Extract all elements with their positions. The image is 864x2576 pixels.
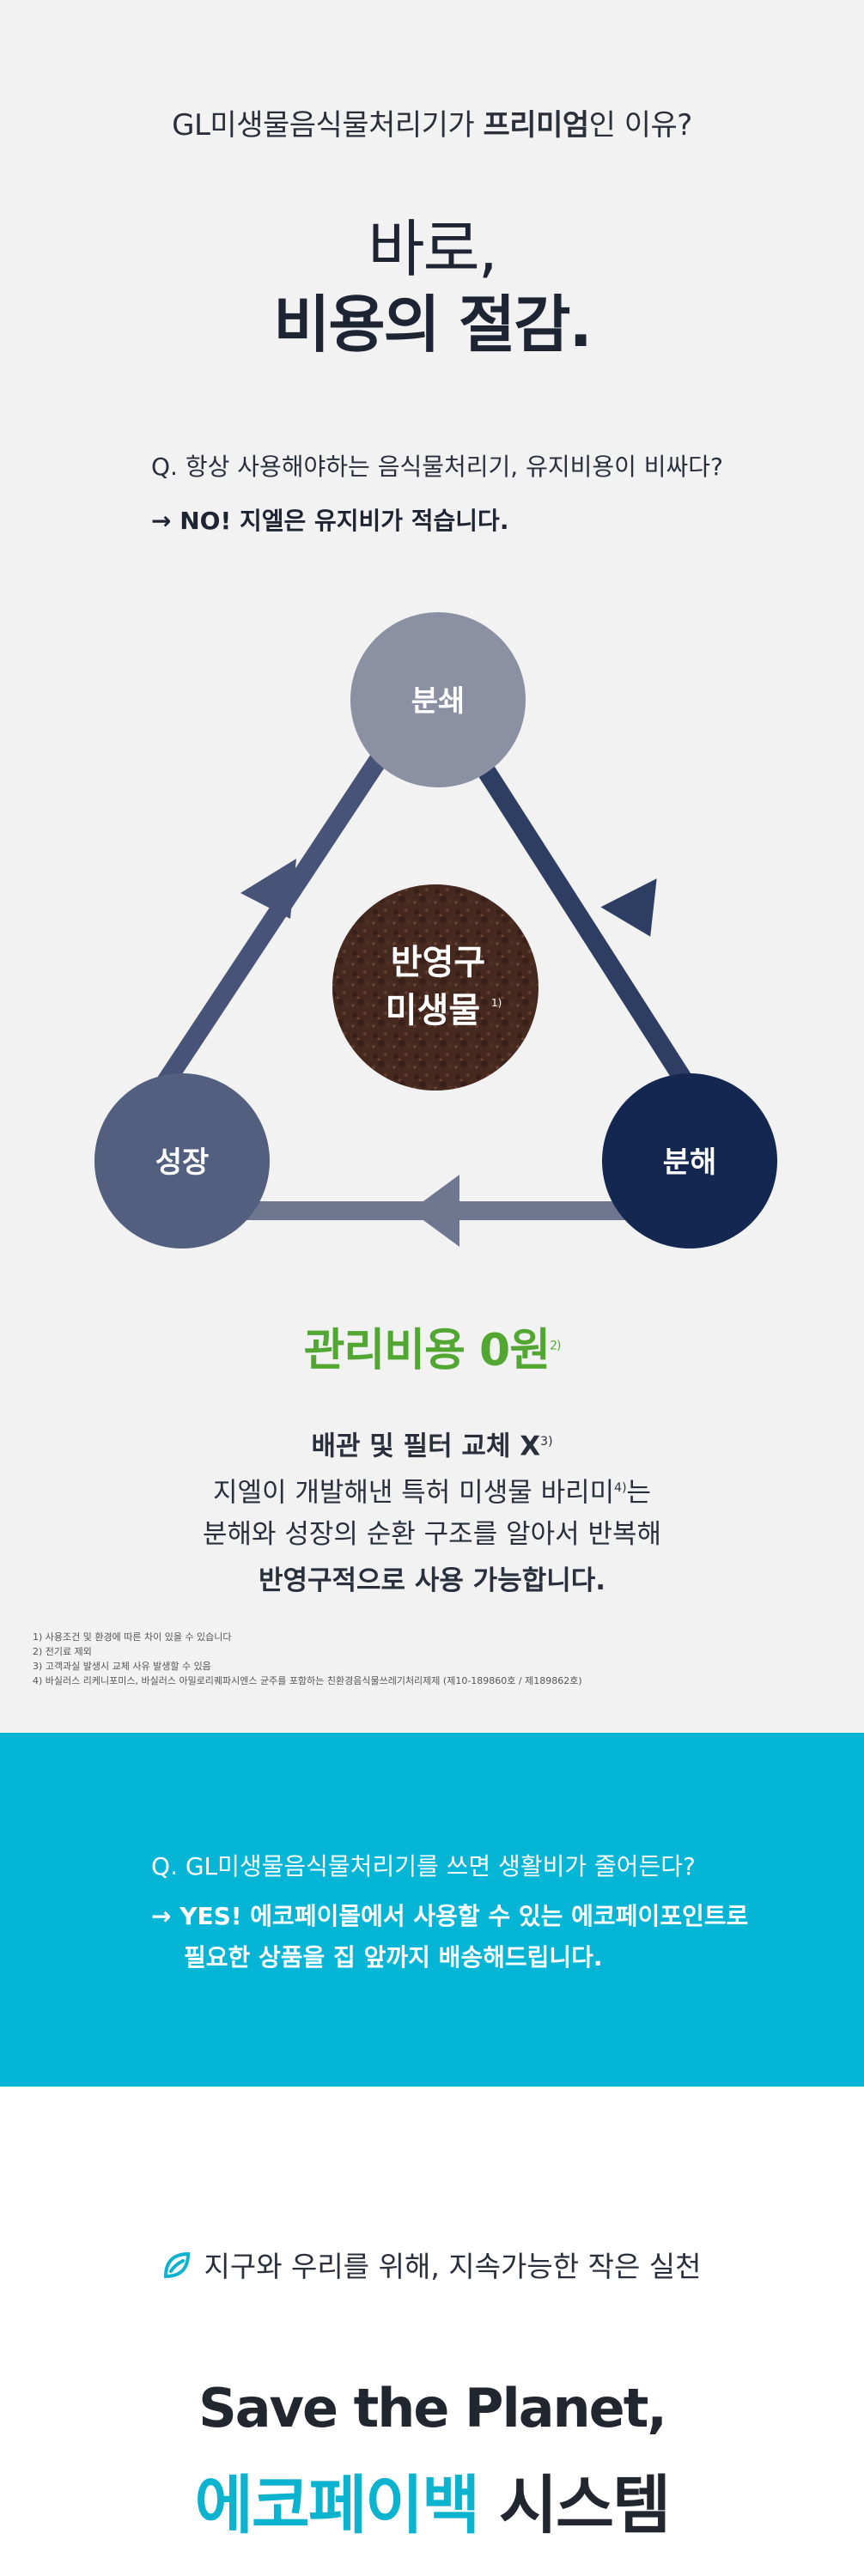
arrow-bottom-icon [411, 1175, 459, 1247]
slogan: 지구와 우리를 위해, 지속가능한 작은 실천 [0, 2244, 864, 2287]
cost-sup: 2) [550, 1339, 561, 1353]
center-soil [332, 884, 538, 1091]
desc-line1-sup: 3) [540, 1435, 553, 1449]
brand-line: 에코페이백 시스템 [0, 2454, 864, 2546]
desc-line2-sup: 4) [614, 1481, 627, 1495]
closing-section: 지구와 우리를 위해, 지속가능한 작은 실천 Save the Planet,… [0, 2087, 864, 2576]
desc-line3: 분해와 성장의 순환 구조를 알아서 반복해 [202, 1519, 662, 1550]
eco-leaf-icon [162, 2251, 192, 2287]
desc-line2: 지엘이 개발해낸 특허 미생물 바리미4)는 [0, 1467, 864, 1514]
intro-section: GL미생물음식물처리기가 프리미엄인 이유? 바로, 비용의 절감. Q. 항상… [0, 0, 864, 1733]
center-label-1: 반영구 [391, 943, 485, 982]
footnote-4: 4) 바실러스 리케니포미스, 바실러스 아밀로리퀘파시엔스 균주를 포함하는 … [33, 1675, 582, 1686]
node-top [350, 612, 526, 787]
footnote-3: 3) 고객과실 발생시 교체 사유 발생할 수 있음 [33, 1661, 211, 1672]
brand-suffix: 시스템 [478, 2469, 671, 2543]
eyebrow-suffix: 인 이유? [588, 108, 693, 143]
question-2: Q. GL미생물음식물처리기를 쓰면 생활비가 줄어든다? [151, 1852, 696, 1880]
answer-2-line2: 필요한 상품을 집 앞까지 배송해드립니다. [184, 1943, 603, 1971]
slogan-text: 지구와 우리를 위해, 지속가능한 작은 실천 [204, 2250, 702, 2283]
node-left-label: 성장 [155, 1145, 210, 1180]
node-right [602, 1073, 777, 1249]
desc-line1-text: 배관 및 필터 교체 X [311, 1431, 541, 1462]
brand-name: 에코페이백 [194, 2469, 480, 2543]
cost-text: 관리비용 0원 [303, 1325, 551, 1376]
desc-line4: 반영구적으로 사용 가능합니다. [258, 1565, 606, 1596]
headline-line2: 비용의 절감. [273, 289, 593, 361]
node-left [94, 1073, 270, 1249]
eyebrow-prefix: GL미생물음식물처리기가 [172, 108, 484, 143]
closing-title: Save the Planet, [198, 2377, 667, 2439]
eyebrow-text: GL미생물음식물처리기가 프리미엄인 이유? [0, 101, 864, 143]
cycle-diagram: 분쇄 분해 성장 반영구 미생물 1) [94, 612, 777, 1249]
desc-line1: 배관 및 필터 교체 X3) [0, 1420, 864, 1467]
center-label-sup: 1) [491, 997, 502, 1009]
answer-1: → NO! 지엘은 유지비가 적습니다. [151, 507, 509, 535]
answer-2-line1: → YES! 에코페이몰에서 사용할 수 있는 에코페이포인트로 [151, 1902, 749, 1930]
center-label-2: 미생물 [386, 991, 480, 1030]
desc-line2-text: 지엘이 개발해낸 특허 미생물 바리미 [212, 1477, 615, 1509]
qa2-section: Q. GL미생물음식물처리기를 쓰면 생활비가 줄어든다? → YES! 에코페… [0, 1733, 864, 2087]
node-right-label: 분해 [663, 1145, 717, 1180]
desc-line2-suffix: 는 [626, 1477, 652, 1509]
cost-label: 관리비용 0원2) [0, 1314, 864, 1378]
arrow-right-icon [600, 878, 657, 937]
question-1: Q. 항상 사용해야하는 음식물처리기, 유지비용이 비싸다? [151, 453, 723, 481]
footnote-2: 2) 전기료 제외 [33, 1646, 92, 1657]
footnote-1: 1) 사용조건 및 환경에 따른 차이 있을 수 있습니다 [33, 1631, 232, 1643]
eyebrow-emphasis: 프리미엄 [483, 108, 590, 143]
headline-line1: 바로, [368, 213, 497, 285]
node-top-label: 분쇄 [411, 684, 465, 719]
arrow-left-icon [240, 859, 296, 919]
